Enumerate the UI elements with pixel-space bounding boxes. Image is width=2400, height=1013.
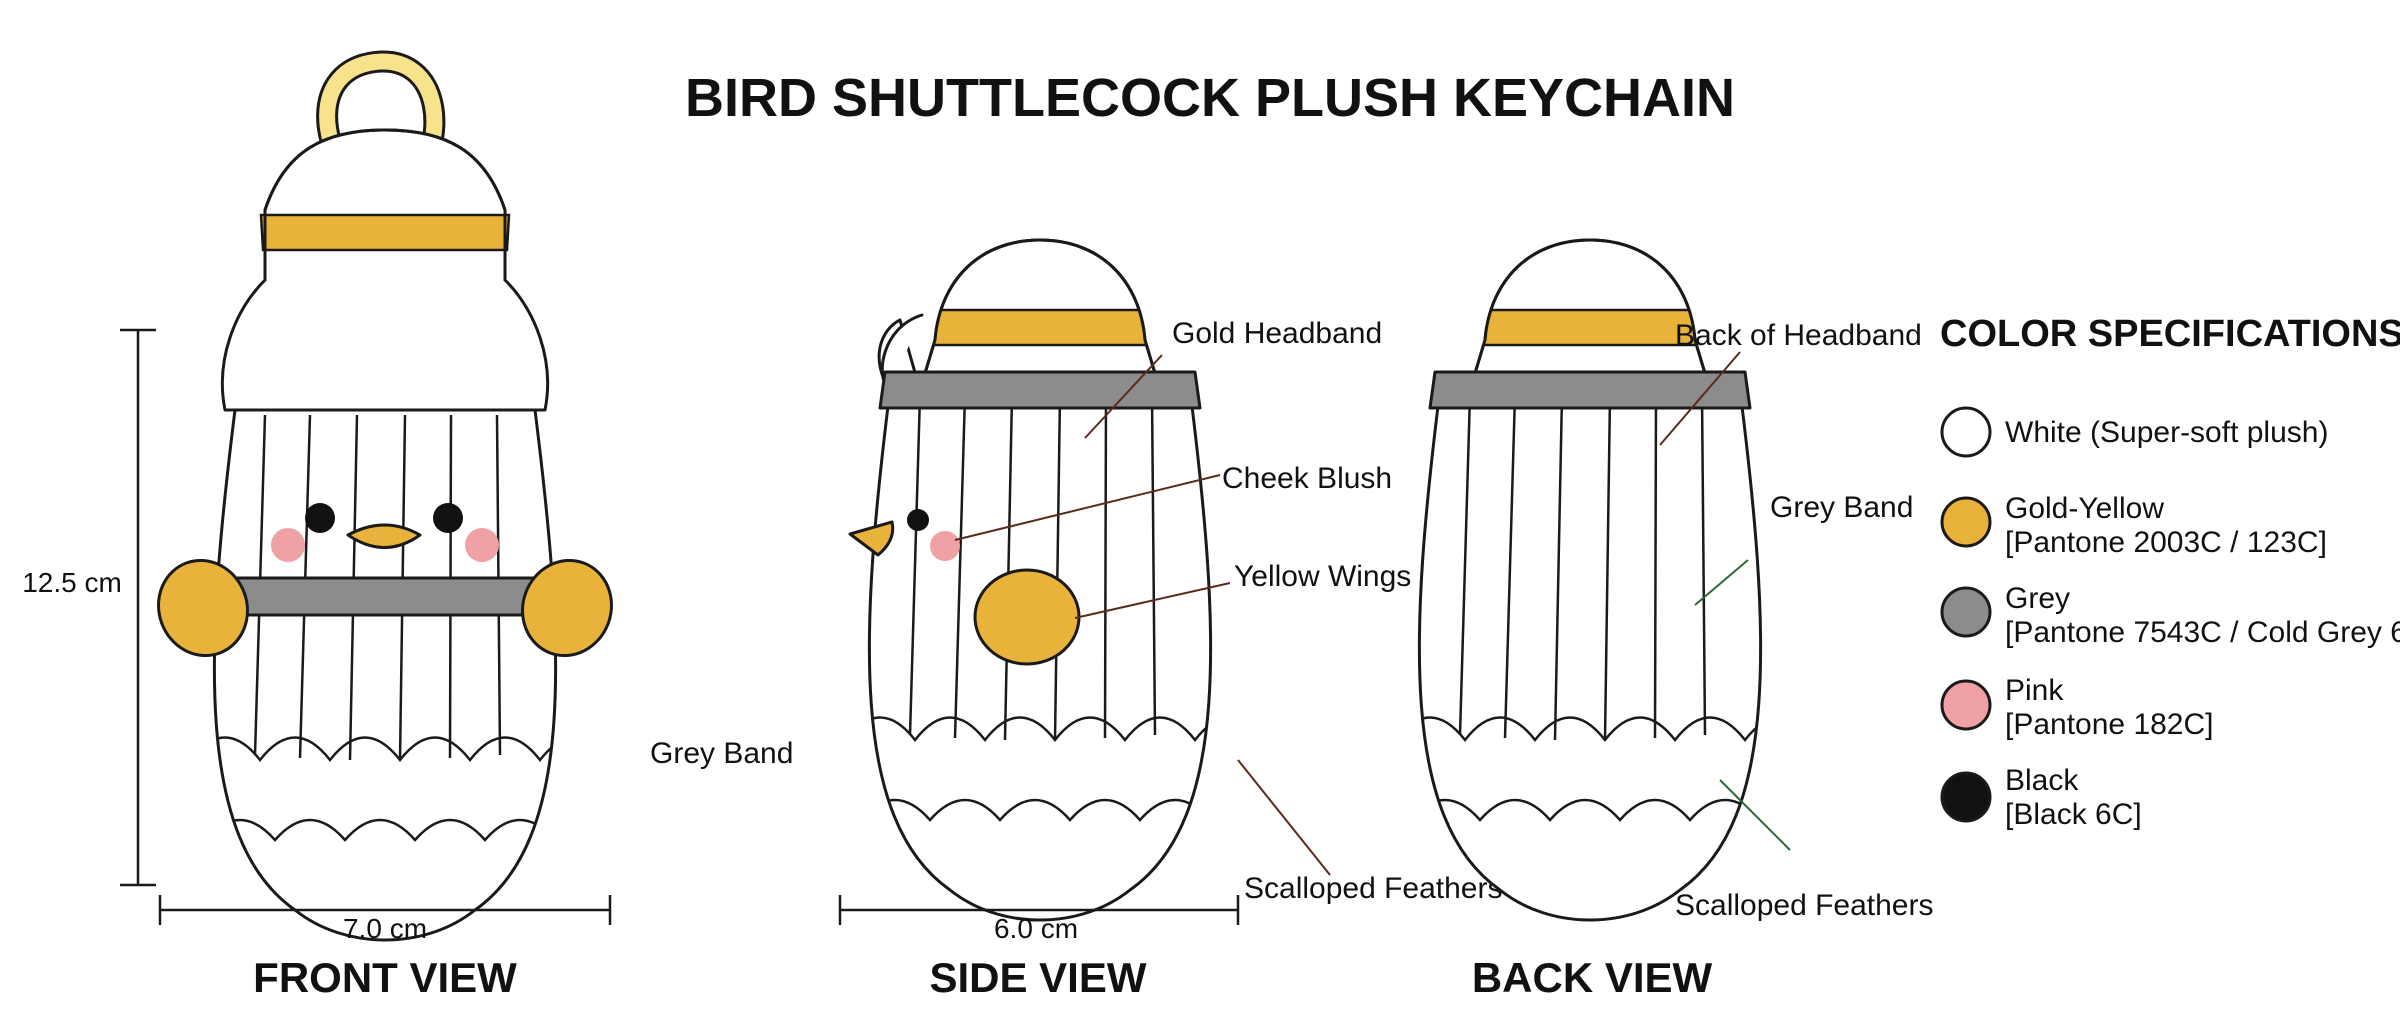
spec-black-line2: [Black 6C] (2005, 798, 2142, 831)
side-wing (973, 568, 1081, 666)
spec-black-line1: Black (2005, 764, 2079, 797)
spec-gold-line2: [Pantone 2003C / 123C] (2005, 526, 2327, 559)
front-face-details (157, 503, 613, 658)
side-view-label: SIDE VIEW (929, 954, 1146, 1001)
side-width-label: 6.0 cm (994, 913, 1078, 944)
side-cheek (930, 531, 960, 561)
swatch-pink (1940, 679, 1992, 731)
side-leaders (954, 354, 1331, 876)
spec-pink-line2: [Pantone 182C] (2005, 708, 2214, 741)
side-face-details (848, 509, 1081, 666)
color-specs-heading: COLOR SPECIFICATIONS (1940, 313, 2400, 355)
back-view-drawing (1395, 240, 1815, 920)
side-beak (848, 520, 895, 557)
front-view-label: FRONT VIEW (253, 954, 517, 1001)
front-view-drawing (190, 50, 610, 940)
spec-gold-line1: Gold-Yellow (2005, 492, 2164, 525)
page-title: BIRD SHUTTLECOCK PLUSH KEYCHAIN (685, 68, 1735, 128)
front-grey-band-label: Grey Band (650, 737, 793, 770)
front-right-wing (521, 558, 613, 658)
swatch-grey (1940, 586, 1992, 638)
back-grey-band-label: Grey Band (1770, 491, 1913, 524)
side-width-dimension: 6.0 cm (838, 895, 1240, 944)
swatch-white (1940, 406, 1992, 458)
front-left-wing (157, 558, 249, 658)
back-view-label: BACK VIEW (1472, 954, 1713, 1001)
side-yellow-wings-label: Yellow Wings (1234, 560, 1411, 593)
height-dimension: 12.5 cm (16, 328, 156, 887)
front-beak (346, 523, 422, 549)
side-cheek-blush-label: Cheek Blush (1222, 462, 1392, 495)
front-head (220, 128, 550, 412)
spec-white-line1: White (Super-soft plush) (2005, 416, 2328, 449)
spec-pink-line1: Pink (2005, 674, 2064, 707)
side-view-drawing (845, 240, 1265, 920)
back-leaders (1659, 351, 1791, 851)
swatch-gold-yellow (1940, 496, 1992, 548)
front-left-eye (305, 503, 335, 533)
color-specifications: COLOR SPECIFICATIONS White (Super-soft p… (1940, 313, 2400, 831)
height-label: 12.5 cm (22, 567, 122, 598)
side-gold-headband-label: Gold Headband (1172, 317, 1382, 350)
side-scalloped-feathers-label: Scalloped Feathers (1244, 872, 1503, 905)
front-right-cheek (465, 528, 499, 562)
side-eye (907, 509, 929, 531)
swatch-black (1940, 771, 1992, 823)
front-width-dimension: 7.0 cm (158, 895, 612, 944)
spec-grey-line1: Grey (2005, 582, 2070, 615)
back-headband-label: Back of Headband (1675, 319, 1922, 352)
back-scalloped-feathers-label: Scalloped Feathers (1675, 889, 1934, 922)
front-right-eye (433, 503, 463, 533)
front-grey-band (222, 576, 548, 617)
spec-grey-line2: [Pantone 7543C / Cold Grey 6] (2005, 616, 2400, 649)
front-width-label: 7.0 cm (343, 913, 427, 944)
front-left-cheek (271, 528, 305, 562)
